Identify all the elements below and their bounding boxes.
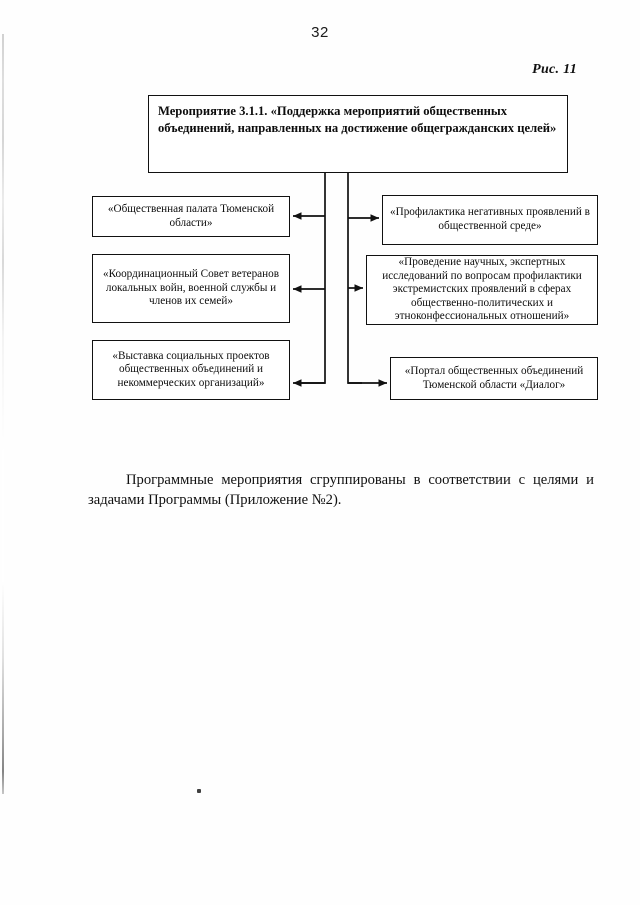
node-right-3: «Портал общественных объединений Тюменск… xyxy=(390,357,598,400)
body-paragraph: Программные мероприятия сгруппированы в … xyxy=(88,471,594,509)
page-number: 32 xyxy=(311,24,329,41)
node-left-1: «Общественная палата Тюменской области» xyxy=(92,196,290,237)
node-right-3-label: «Портал общественных объединений Тюменск… xyxy=(404,364,584,391)
node-left-2: «Координационный Совет ветеранов локальн… xyxy=(92,254,290,323)
node-right-2: «Проведение научных, экспертных исследов… xyxy=(366,255,598,325)
node-left-2-label: «Координационный Совет ветеранов локальн… xyxy=(103,268,279,308)
node-root: Мероприятие 3.1.1. «Поддержка мероприяти… xyxy=(148,95,568,173)
node-right-1: «Профилактика негативных проявлений в об… xyxy=(382,195,598,245)
node-root-label: Мероприятие 3.1.1. «Поддержка мероприяти… xyxy=(158,104,557,135)
node-left-3: «Выставка социальных проектов общественн… xyxy=(92,340,290,400)
scan-speck-artifact xyxy=(197,789,201,793)
node-left-3-label: «Выставка социальных проектов общественн… xyxy=(112,349,270,389)
node-right-1-label: «Профилактика негативных проявлений в об… xyxy=(390,206,590,232)
node-right-2-label: «Проведение научных, экспертных исследов… xyxy=(382,255,582,323)
figure-label: Рис. 11 xyxy=(532,62,577,77)
node-left-1-label: «Общественная палата Тюменской области» xyxy=(107,202,275,229)
flowchart: Мероприятие 3.1.1. «Поддержка мероприяти… xyxy=(0,0,640,440)
scan-edge-artifact xyxy=(2,34,4,794)
